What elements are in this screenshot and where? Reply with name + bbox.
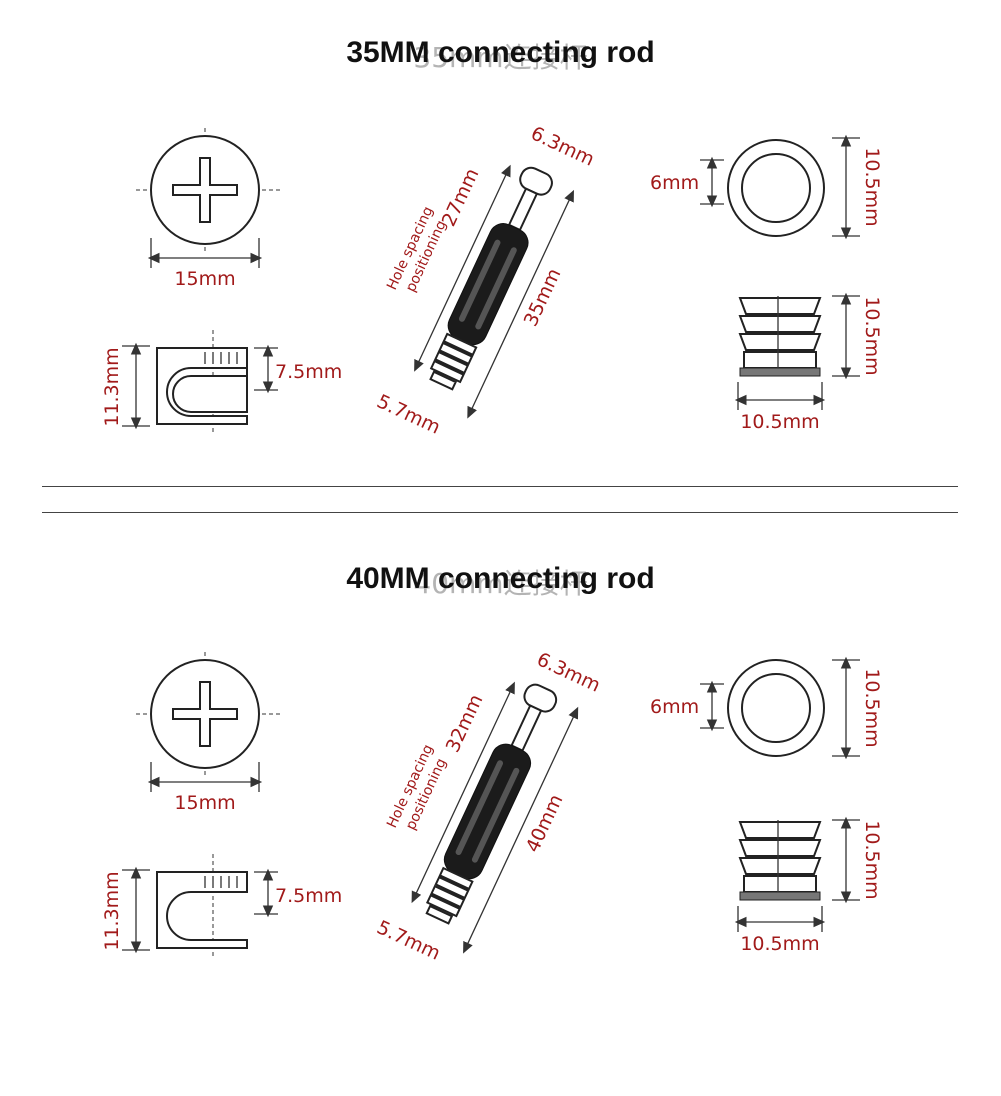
rod-length-label: 40mm	[522, 791, 568, 856]
cam-slot-label: 7.5mm	[275, 885, 342, 907]
divider-top	[42, 486, 958, 487]
section-2-diagram: 15mm 11.3mm 7.5mm 6.3mm 32mm Hole spacin…	[101, 648, 883, 964]
cam-height-label: 11.3mm	[101, 347, 123, 426]
cam-side-view: 11.3mm 7.5mm	[101, 854, 342, 959]
section-2-title: 40MM connecting rod	[346, 562, 655, 595]
cap-diameter-label: 15mm	[174, 268, 235, 290]
cam-side-view: 11.3mm 7.5mm	[101, 330, 342, 435]
cap-top-view: 15mm	[136, 128, 280, 290]
connecting-rod	[411, 681, 579, 954]
cam-height-label: 11.3mm	[101, 871, 123, 950]
rod-spacing-label: 32mm	[442, 691, 488, 756]
connecting-rod	[414, 164, 574, 419]
section-2-ghost-title: 40mm连接杆	[413, 567, 588, 600]
rod-thread-label: 5.7mm	[373, 390, 443, 438]
insert-side-view: 10.5mm 10.5mm	[734, 292, 883, 433]
cam-slot-label: 7.5mm	[275, 361, 342, 383]
insert-height-label: 10.5mm	[861, 820, 883, 899]
divider-bottom	[42, 512, 958, 513]
section-1-title: 35MM connecting rod	[346, 36, 655, 69]
insert-side-view: 10.5mm 10.5mm	[734, 816, 883, 955]
ring-outer-label: 10.5mm	[861, 668, 883, 747]
rod-spacing-label: 27mm	[438, 165, 484, 230]
cap-top-view: 15mm	[136, 652, 280, 814]
rod-head-label: 6.3mm	[527, 122, 597, 170]
insert-height-label: 10.5mm	[861, 296, 883, 375]
ring-top-view: 6mm 10.5mm	[650, 656, 883, 760]
ring-inner-label: 6mm	[650, 172, 699, 194]
rod-length-label: 35mm	[520, 265, 566, 330]
insert-width-label: 10.5mm	[740, 411, 819, 433]
ring-outer-label: 10.5mm	[861, 147, 883, 226]
phillips-cross-icon	[172, 157, 238, 223]
cap-diameter-label: 15mm	[174, 792, 235, 814]
rod-thread-label: 5.7mm	[373, 916, 443, 964]
phillips-cross-icon	[172, 681, 238, 747]
ring-top-view: 6mm 10.5mm	[650, 134, 883, 240]
insert-width-label: 10.5mm	[740, 933, 819, 955]
ring-inner-label: 6mm	[650, 696, 699, 718]
section-1-ghost-title: 35mm连接杆	[413, 41, 588, 74]
section-1-diagram: 15mm 11.3mm 7.5mm 6.3mm 27mm Hole spacin…	[101, 122, 883, 438]
